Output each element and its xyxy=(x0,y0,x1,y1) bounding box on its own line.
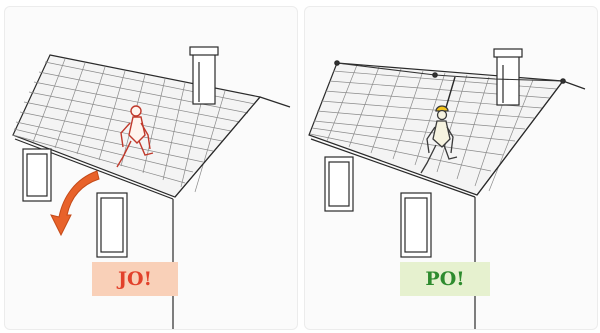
window-middle xyxy=(401,193,431,257)
fall-arrow xyxy=(51,171,99,235)
anchor-point xyxy=(433,73,437,77)
safe-label: PO! xyxy=(400,262,490,296)
unsafe-label: JO! xyxy=(92,262,178,296)
anchor-point xyxy=(335,61,339,65)
window-middle xyxy=(97,193,127,257)
chimney xyxy=(190,47,218,104)
safe-label-text: PO! xyxy=(425,268,464,290)
window-left xyxy=(23,149,51,201)
chimney xyxy=(494,49,522,105)
anchor-point xyxy=(561,79,565,83)
panel-unsafe: JO! xyxy=(4,6,298,330)
panel-safe: PO! xyxy=(304,6,598,330)
unsafe-label-text: JO! xyxy=(118,268,152,290)
window-left xyxy=(325,157,353,211)
